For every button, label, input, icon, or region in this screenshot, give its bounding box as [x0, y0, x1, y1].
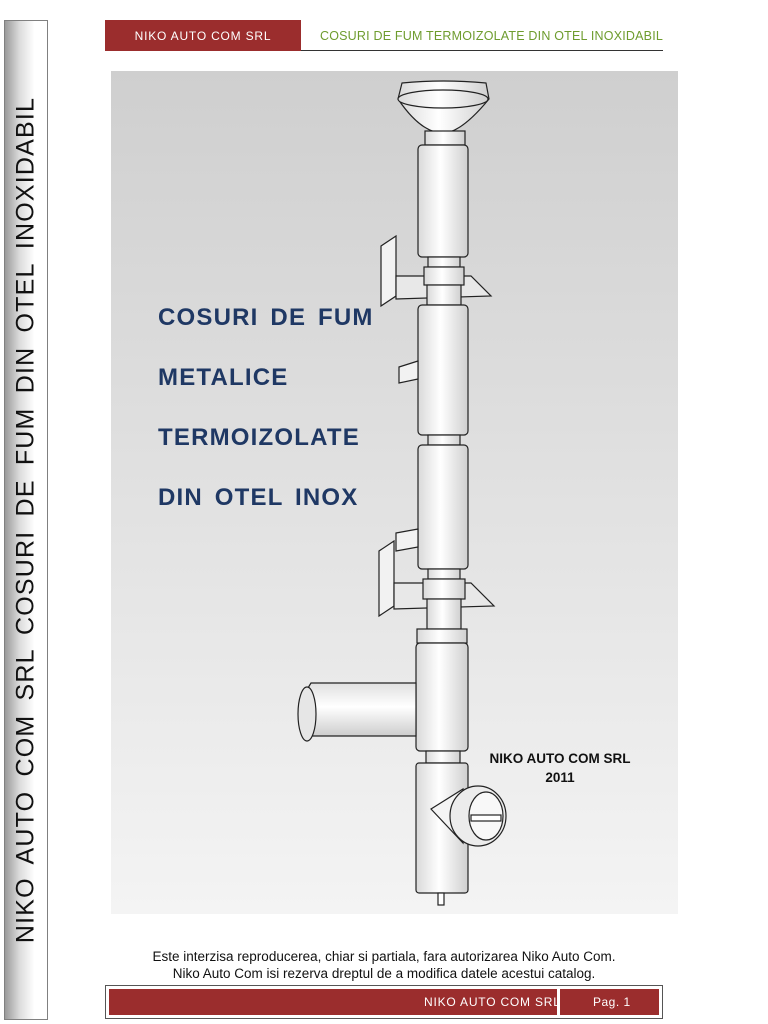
footer-company: NIKO AUTO COM SRL — [424, 995, 561, 1009]
pipe-segment-3 — [417, 444, 469, 570]
disclaimer-line-1: Este interzisa reproducerea, chiar si pa… — [152, 949, 616, 964]
tee-branch — [301, 682, 417, 737]
pipe-joint-8 — [416, 628, 468, 644]
rain-cap-top — [397, 89, 489, 109]
footer-bar: NIKO AUTO COM SRL Pag. 1 — [105, 985, 663, 1019]
hero-panel: COSURI DE FUM METALICE TERMOIZOLATE DIN … — [111, 71, 678, 914]
company-tag-year: 2011 — [545, 770, 575, 785]
inspection-cap-handle — [470, 814, 502, 822]
copyright-disclaimer: Este interzisa reproducerea, chiar si pa… — [105, 948, 663, 982]
hero-title-line: COSURI DE FUM — [158, 304, 374, 331]
side-banner-text: NIKO AUTO COM SRL COSURI DE FUM DIN OTEL… — [11, 96, 40, 944]
pipe-joint-6 — [422, 578, 466, 600]
footer-page-number: Pag. 1 — [593, 995, 631, 1009]
company-tag: NIKO AUTO COM SRL 2011 — [485, 749, 635, 787]
header-title: COSURI DE FUM TERMOIZOLATE DIN OTEL INOX… — [320, 29, 664, 43]
tee-body — [415, 642, 469, 752]
drain-spout — [437, 892, 445, 906]
pipe-joint-7 — [426, 598, 462, 630]
pipe-joint-3 — [426, 284, 462, 306]
pipe-joint-4 — [427, 434, 461, 446]
hero-title-line: DIN OTEL INOX — [158, 484, 359, 511]
header-company-badge: NIKO AUTO COM SRL — [105, 20, 301, 51]
tee-branch-end — [297, 686, 317, 742]
pipe-joint-2 — [423, 266, 465, 286]
hero-title-line: METALICE — [158, 364, 289, 391]
side-banner: NIKO AUTO COM SRL COSURI DE FUM DIN OTEL… — [4, 20, 48, 1020]
header-divider — [301, 50, 663, 51]
footer-inner: NIKO AUTO COM SRL Pag. 1 — [109, 989, 659, 1015]
cap-collar — [424, 130, 466, 146]
chimney-illustration — [297, 80, 507, 906]
hero-title-line: TERMOIZOLATE — [158, 424, 360, 451]
company-tag-name: NIKO AUTO COM SRL — [489, 751, 631, 766]
pipe-joint-1 — [427, 256, 461, 268]
hero-title: COSURI DE FUM METALICE TERMOIZOLATE DIN … — [158, 303, 374, 543]
pipe-segment-2 — [417, 304, 469, 436]
pipe-joint-5 — [427, 568, 461, 580]
small-bracket-1 — [398, 360, 419, 384]
small-bracket-2 — [395, 528, 419, 552]
wall-bracket-2 — [378, 539, 395, 618]
pipe-joint-9 — [425, 750, 461, 764]
pipe-segment-1 — [417, 144, 469, 258]
disclaimer-line-2: Niko Auto Com isi rezerva dreptul de a m… — [172, 966, 596, 981]
footer-separator — [557, 989, 560, 1015]
wall-bracket-1 — [380, 234, 397, 308]
